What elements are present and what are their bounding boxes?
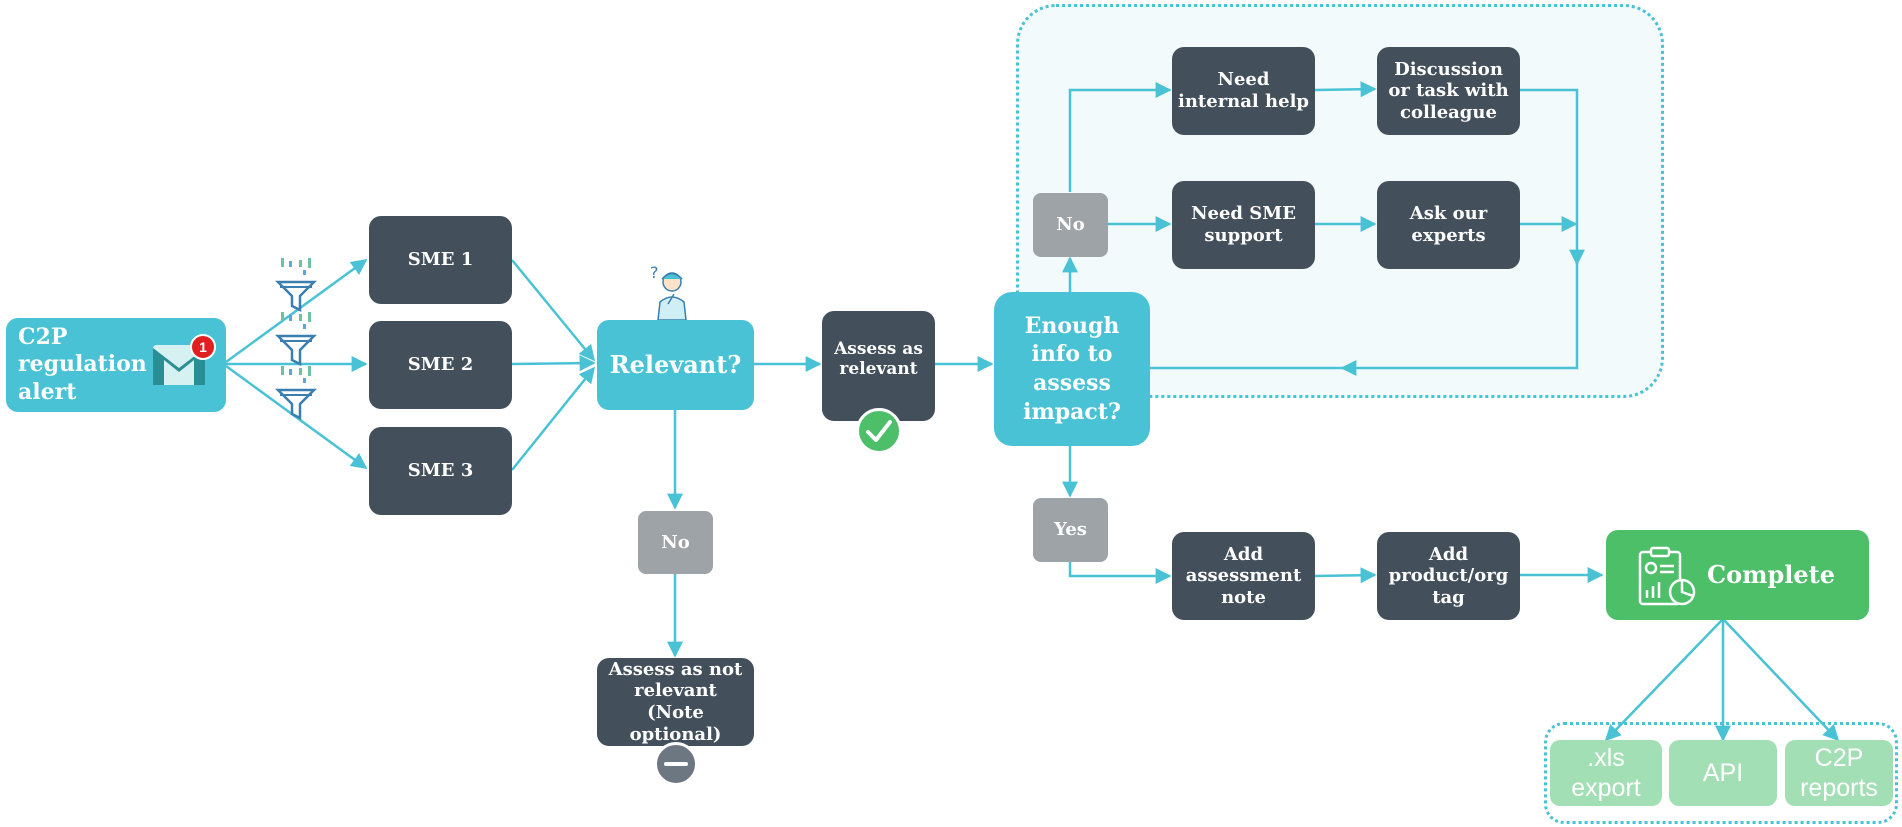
funnel-icon [274, 366, 318, 421]
start-label: C2P regulation alert [18, 323, 147, 405]
add-assessment-note-node: Add assessment note [1172, 532, 1315, 620]
no-badge-enough: No [1033, 193, 1108, 257]
checkmark-icon [856, 408, 902, 454]
assess-not-relevant-node: Assess as not relevant (Note optional) [597, 658, 754, 746]
thinking-person-icon: ? [648, 262, 690, 322]
sme-node-3: SME 3 [369, 427, 512, 515]
ask-experts-node: Ask our experts [1377, 181, 1520, 269]
report-icon [1636, 546, 1698, 608]
relevant-decision: Relevant? [597, 320, 754, 410]
arrow-yes-note [1068, 562, 1172, 584]
add-tag-node: Add product/org tag [1377, 532, 1520, 620]
need-internal-help-node: Need internal help [1172, 47, 1315, 135]
arrow-no-internal [1068, 82, 1172, 192]
arrow-complete-xls [1604, 619, 1723, 742]
c2p-reports-output: C2P reports [1785, 740, 1893, 806]
arrow-alert-sme1 [225, 258, 368, 364]
assess-relevant-node: Assess as relevant [822, 311, 935, 421]
notification-badge: 1 [190, 334, 216, 360]
arrow-discussion-down [1520, 88, 1585, 266]
sme-node-2: SME 2 [369, 321, 512, 409]
minus-icon [654, 742, 698, 786]
enough-info-decision: Enough info to assess impact? [994, 292, 1150, 446]
sme-node-1: SME 1 [369, 216, 512, 304]
arrow-internal-discussion [1314, 81, 1377, 98]
outputs-region [1544, 722, 1898, 824]
start-node: C2P regulation alert [6, 318, 226, 412]
xls-export-output: .xls export [1550, 740, 1662, 806]
no-badge-relevant: No [638, 511, 713, 574]
arrow-complete-reports [1723, 619, 1840, 742]
arrow-return-enough [1340, 262, 1579, 376]
api-output: API [1669, 740, 1777, 806]
funnel-icon [274, 312, 318, 367]
yes-badge: Yes [1033, 498, 1108, 562]
arrow-sme1-relevant [511, 259, 596, 362]
svg-text:?: ? [650, 263, 659, 282]
arrow-sme3-relevant [511, 366, 596, 471]
need-sme-support-node: Need SME support [1172, 181, 1315, 269]
arrow-note-tag [1314, 567, 1377, 584]
discussion-node: Discussion or task with colleague [1377, 47, 1520, 135]
funnel-icon [274, 258, 318, 313]
arrow-sme2-relevant [511, 355, 596, 372]
